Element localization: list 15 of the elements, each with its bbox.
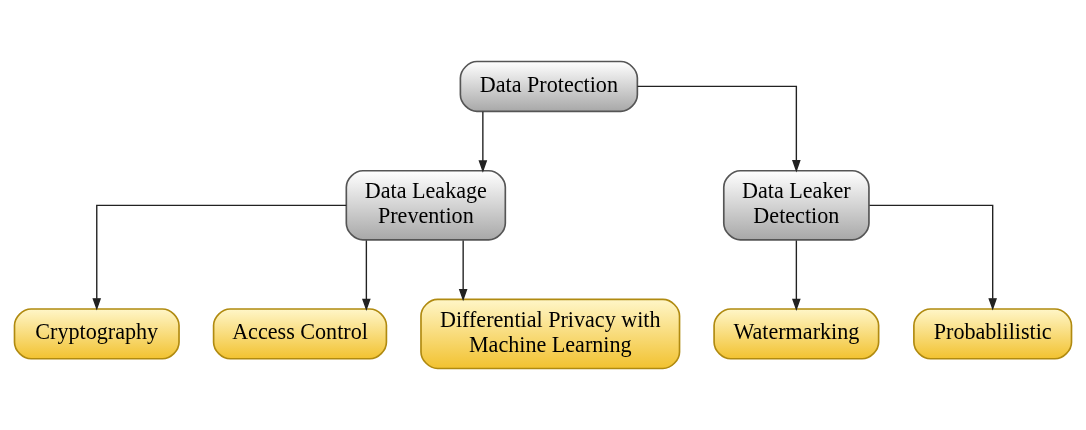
node-box: Cryptography	[13, 308, 180, 360]
node-box: Watermarking	[713, 308, 880, 360]
node-box: Data Leaker Detection	[722, 169, 870, 241]
arrow	[458, 239, 468, 302]
node-box: Data Leakage Prevention	[345, 169, 507, 241]
node-box: Differential Privacy with Machine Learning	[420, 298, 681, 370]
node-box: Probablilistic	[913, 308, 1073, 360]
node-box: Access Control	[212, 308, 388, 360]
arrow	[792, 239, 801, 312]
node-box: Data Protection	[459, 60, 639, 113]
arrow	[636, 85, 801, 173]
arrow	[362, 239, 371, 312]
arrow	[478, 110, 488, 173]
arrow	[92, 204, 347, 311]
arrow	[868, 204, 998, 311]
